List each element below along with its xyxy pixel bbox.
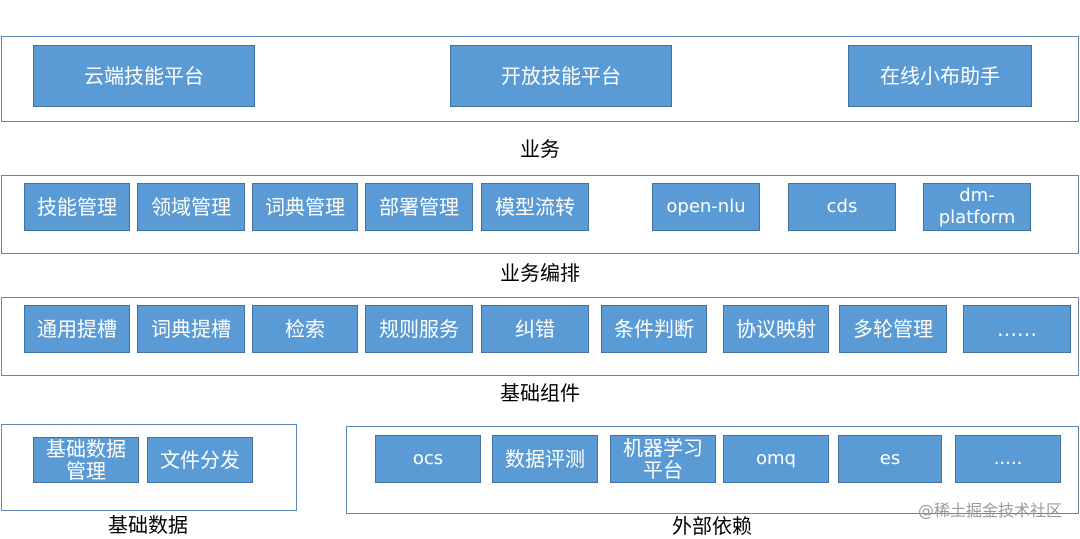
business-layer-label: 业务 bbox=[520, 137, 560, 161]
component-box-dictionary-slot: 词典提槽 bbox=[137, 305, 245, 353]
orchestration-box-dictionary-management: 词典管理 bbox=[252, 183, 358, 231]
external-box-es: es bbox=[838, 435, 942, 483]
orchestration-box-skill-management: 技能管理 bbox=[24, 183, 130, 231]
components-layer-label: 基础组件 bbox=[500, 381, 580, 405]
orchestration-layer-label: 业务编排 bbox=[500, 261, 580, 285]
external-box-data-evaluation: 数据评测 bbox=[492, 435, 598, 483]
orchestration-box-dm-platform: dm- platform bbox=[923, 183, 1031, 231]
orchestration-box-deploy-management: 部署管理 bbox=[365, 183, 473, 231]
base-data-box-file-distribution: 文件分发 bbox=[147, 437, 253, 483]
external-box-ml-platform: 机器学习 平台 bbox=[610, 435, 716, 483]
component-box-protocol-mapping: 协议映射 bbox=[723, 305, 829, 353]
watermark-text: @稀土掘金技术社区 bbox=[917, 501, 1062, 520]
component-box-rule-service: 规则服务 bbox=[365, 305, 473, 353]
external-box-omq: omq bbox=[723, 435, 829, 483]
external-layer-label: 外部依赖 bbox=[672, 514, 752, 538]
base-data-box-management: 基础数据 管理 bbox=[33, 437, 139, 483]
business-box-online-assistant: 在线小布助手 bbox=[848, 45, 1032, 107]
external-box-ocs: ocs bbox=[375, 435, 481, 483]
orchestration-box-open-nlu: open-nlu bbox=[652, 183, 760, 231]
component-box-retrieval: 检索 bbox=[252, 305, 358, 353]
component-box-multi-turn-management: 多轮管理 bbox=[839, 305, 947, 353]
component-box-more: …… bbox=[963, 305, 1071, 353]
component-box-error-correction: 纠错 bbox=[481, 305, 589, 353]
business-box-cloud-skill-platform: 云端技能平台 bbox=[33, 45, 255, 107]
orchestration-box-domain-management: 领域管理 bbox=[137, 183, 245, 231]
component-box-general-slot: 通用提槽 bbox=[24, 305, 130, 353]
orchestration-box-cds: cds bbox=[788, 183, 896, 231]
base-data-layer-label: 基础数据 bbox=[108, 513, 188, 537]
business-box-open-skill-platform: 开放技能平台 bbox=[450, 45, 672, 107]
external-box-more: ..... bbox=[955, 435, 1061, 483]
component-box-condition-judgement: 条件判断 bbox=[601, 305, 707, 353]
orchestration-box-model-flow: 模型流转 bbox=[481, 183, 589, 231]
